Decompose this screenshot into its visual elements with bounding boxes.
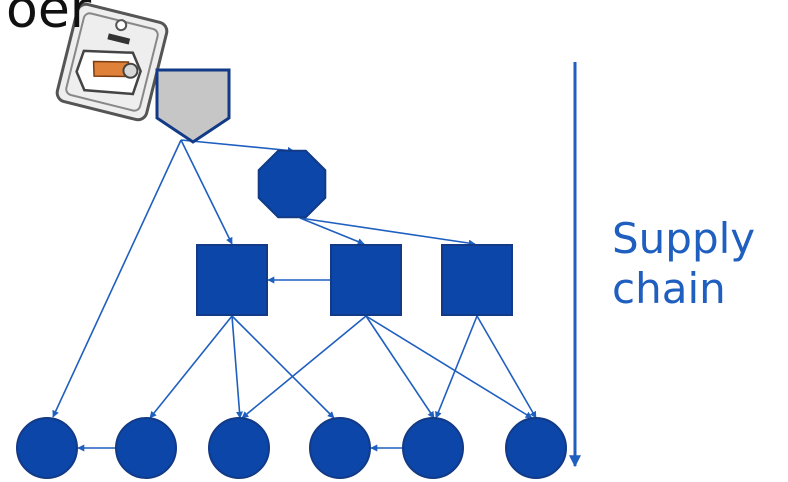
edge-sq1-to-c3 <box>231 315 243 419</box>
edge-sq2-to-c6 <box>365 315 533 419</box>
edge-oct-to-sq2 <box>299 217 365 245</box>
supply-chain-label-line2: chain <box>612 263 726 313</box>
node-c4 <box>309 417 371 479</box>
edges <box>52 139 537 452</box>
node-c2 <box>115 417 177 479</box>
node-c6 <box>505 417 567 479</box>
edge-sq2-to-c5 <box>365 315 435 419</box>
node-sq2 <box>330 244 402 316</box>
node-c3 <box>208 417 270 479</box>
node-oct <box>257 149 327 219</box>
edge-top-to-sq1 <box>180 139 233 245</box>
node-top <box>155 68 231 144</box>
node-c1 <box>16 417 78 479</box>
edge-sq1-to-c4 <box>231 315 335 419</box>
node-sq1 <box>196 244 268 316</box>
packaged-pencil-sharpener-icon <box>55 2 169 122</box>
edge-oct-to-sq3 <box>299 217 476 247</box>
supply-chain-label: Supply chain <box>612 214 755 313</box>
nodes <box>16 68 567 479</box>
supply-chain-label-line1: Supply <box>612 214 756 263</box>
edge-sq3-to-c6 <box>476 315 537 419</box>
node-c5 <box>402 417 464 479</box>
edge-sq3-to-c5 <box>435 315 478 419</box>
edge-sq2-to-c3 <box>241 315 367 419</box>
edge-top-to-oct <box>180 139 295 154</box>
edge-top-to-c1 <box>52 139 182 418</box>
node-sq3 <box>441 244 513 316</box>
title-fragment: oer <box>6 0 92 40</box>
edge-sq1-to-c2 <box>149 315 233 419</box>
